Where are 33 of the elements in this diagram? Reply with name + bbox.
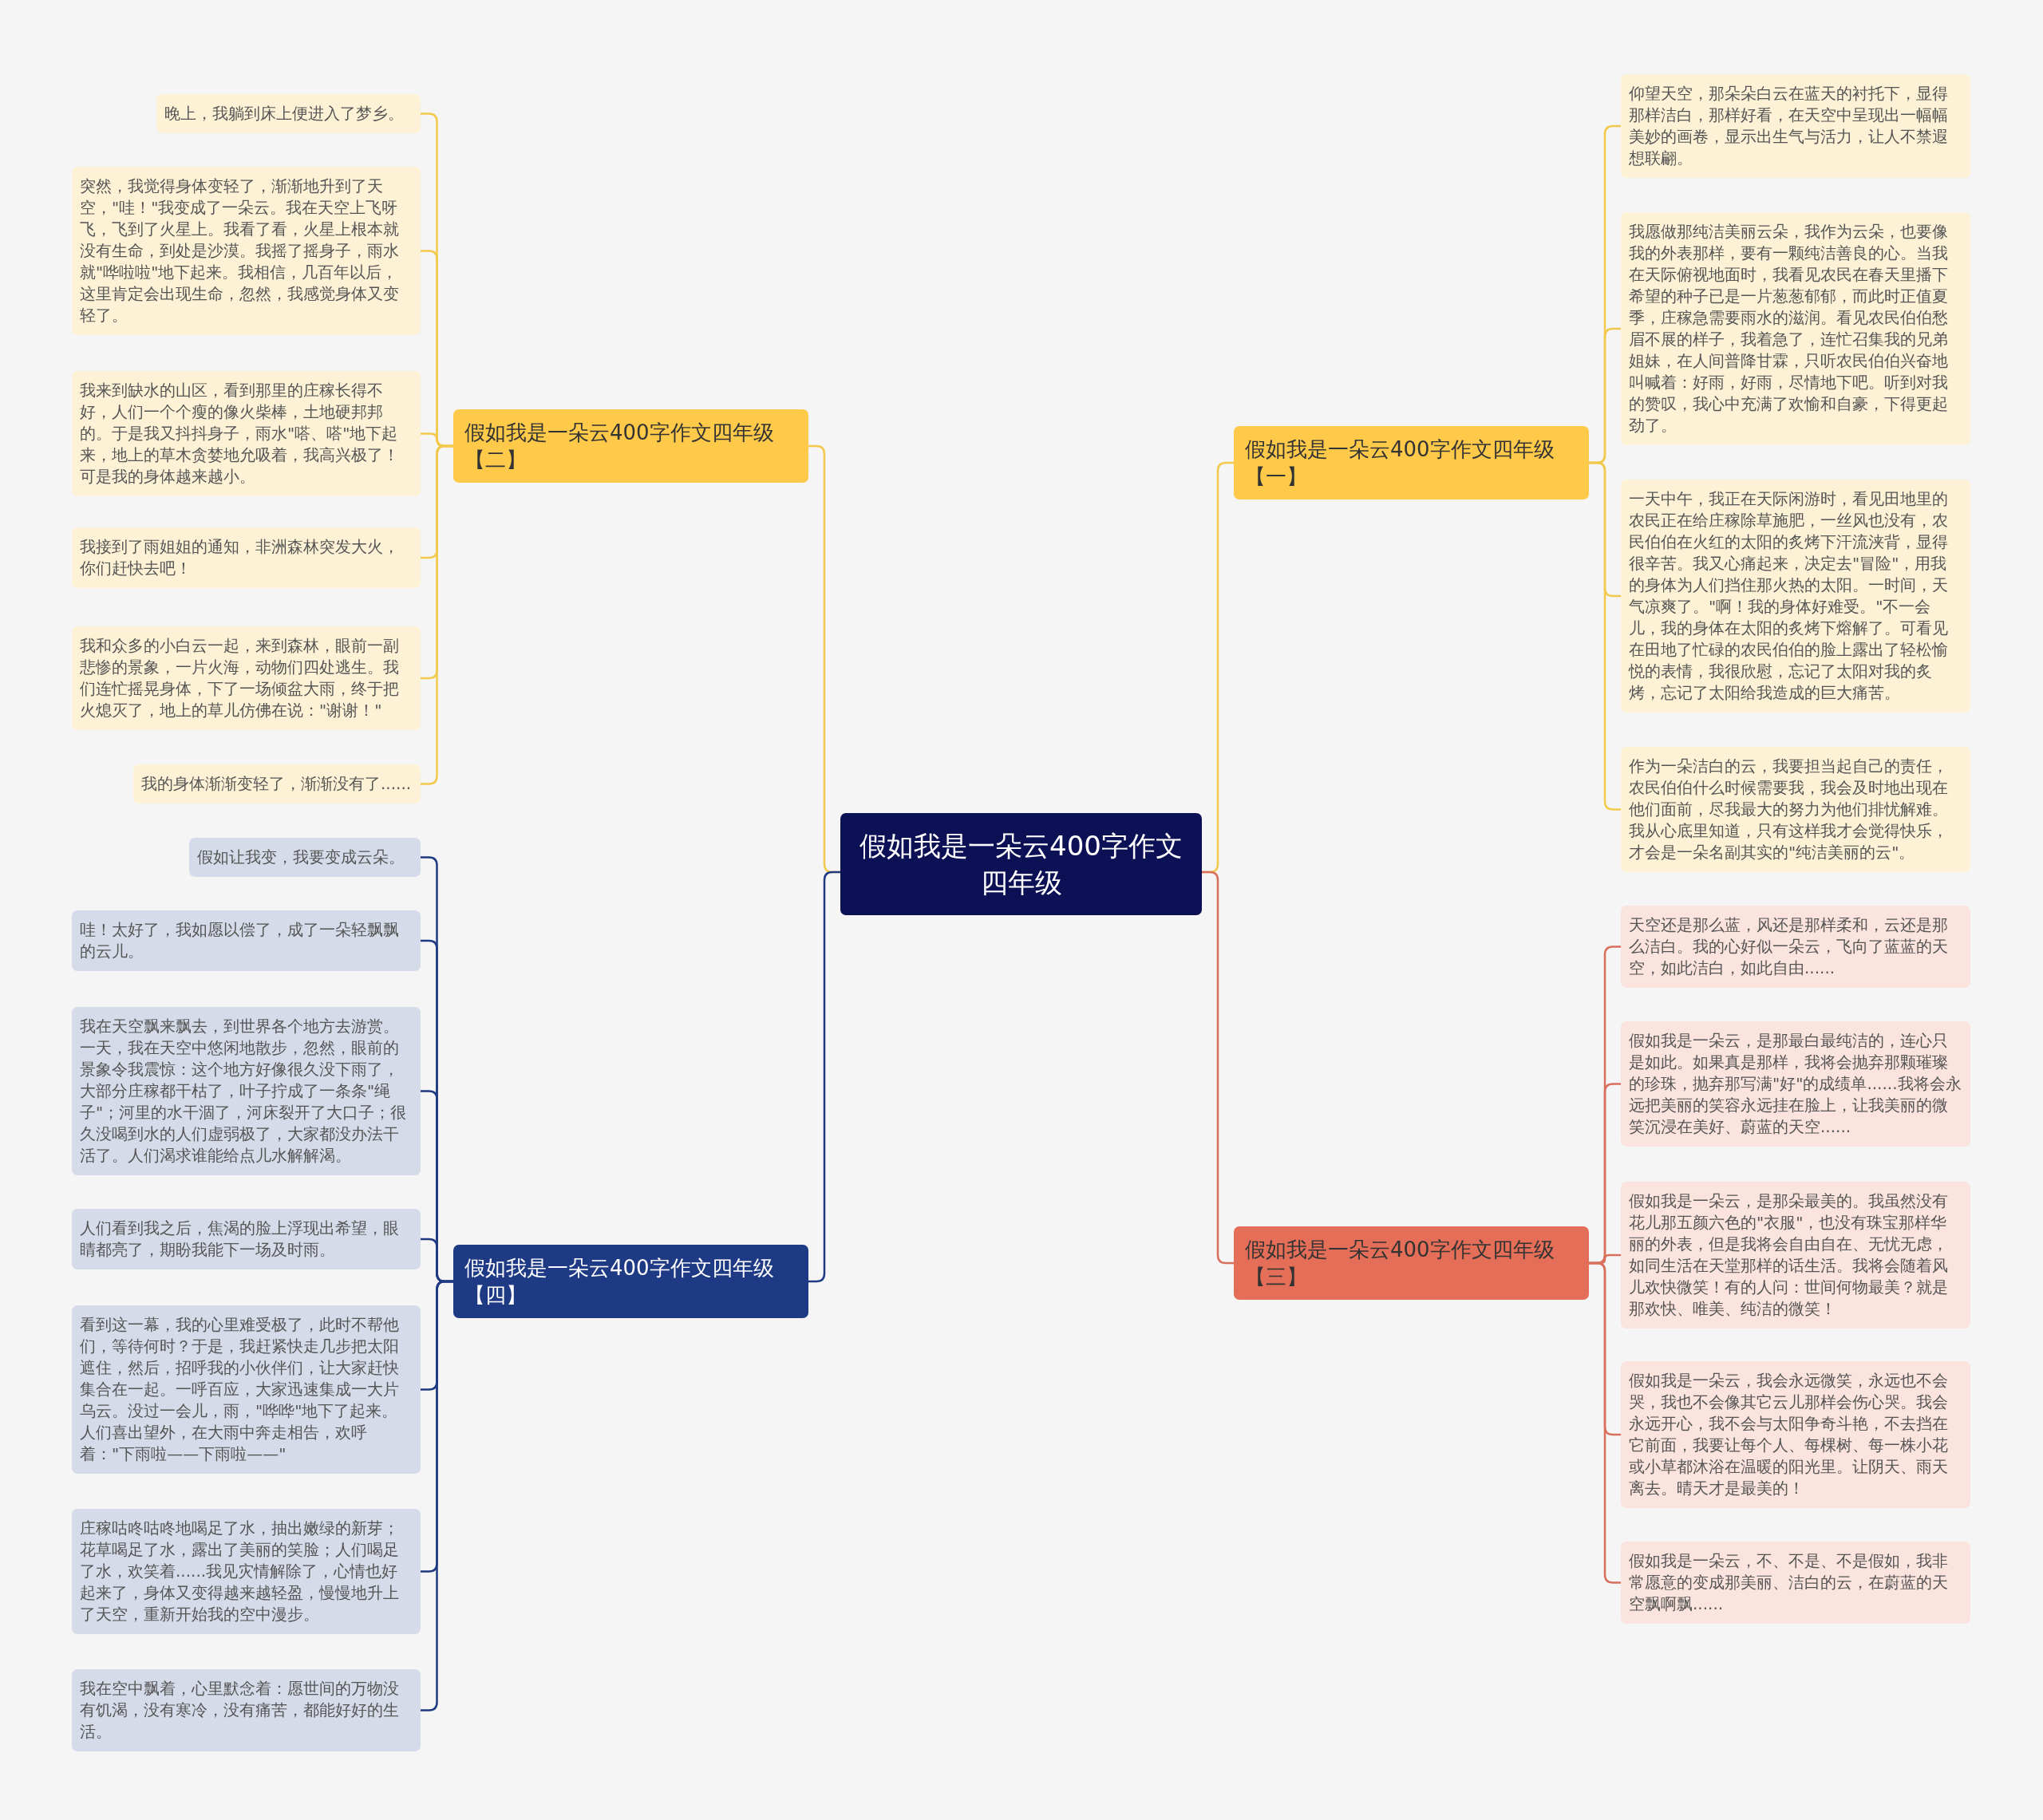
text-card: 人们看到我之后，焦渴的脸上浮现出希望，眼睛都亮了，期盼我能下一场及时雨。 — [72, 1209, 421, 1269]
text-card: 我接到了雨姐姐的通知，非洲森林突发大火，你们赶快去吧！ — [72, 527, 421, 588]
topic-box: 假如我是一朵云400字作文四年级【四】 — [453, 1245, 808, 1318]
text-card: 晚上，我躺到床上便进入了梦乡。 — [156, 94, 421, 133]
text-card: 哇！太好了，我如愿以偿了，成了一朵轻飘飘的云儿。 — [72, 910, 421, 971]
connector-line — [808, 871, 840, 1283]
text-card: 我愿做那纯洁美丽云朵，我作为云朵，也要像我的外表那样，要有一颗纯洁善良的心。当我在天际俯视地面时，我看见农民在春天里播下希望的种子已是一片葱葱郁郁，而此时正值夏季，庄稼急需要雨水的滋润。看见农民伯伯愁眉不展的样子，我着急了，连忙召集我的兄弟姐妹，在人间普降甘霖，只听农民伯伯兴奋地叫喊着：好雨，好雨，尽情地下吧。听到对我的赞叹，我心中充满了欢愉和自豪，下得更起劲了。 — [1621, 212, 1970, 445]
text-card: 假如我是一朵云，我会永远微笑，永远也不会哭，我也不会像其它云儿那样会伤心哭。我会永远开心，我不会与太阳争奇斗艳，不去挡在它前面，我要让每个人、每棵树、每一株小花或小草都沐浴在温暖的阳光里。让阴天、雨天离去。晴天才是最美的！ — [1621, 1361, 1970, 1508]
text-card: 突然，我觉得身体变轻了，渐渐地升到了天空，"哇！"我变成了一朵云。我在天空上飞呀飞，飞到了火星上。我看了看，火星上根本就没有生命，到处是沙漠。我摇了摇身子，雨水就"哗啦啦"地下起来。我相信，几百年以后，这里肯定会出现生命，忽然，我感觉身体又变轻了。 — [72, 167, 421, 335]
text-card: 作为一朵洁白的云，我要担当起自己的责任，农民伯伯什么时候需要我，我会及时地出现在他们面前，尽我最大的努力为他们排忧解难。我从心底里知道，只有这样我才会觉得快乐，才会是一朵名副其实的"纯洁美丽的云"。 — [1621, 747, 1970, 872]
topic-box: 假如我是一朵云400字作文四年级【二】 — [453, 409, 808, 483]
text-card: 我的身体渐渐变轻了，渐渐没有了...... — [133, 764, 421, 803]
connector-line — [1589, 1261, 1621, 1584]
topic-box: 假如我是一朵云400字作文四年级【一】 — [1234, 426, 1589, 499]
text-card: 假如我是一朵云，是那朵最美的。我虽然没有花儿那五颜六色的"衣服"，也没有珠宝那样华丽的外表，但是我将会自由自在、无忧无虑，如同生活在天堂那样的话生活。我将会随着风儿欢快微笑！有的人问：世间何物最美？就是那欢快、唯美、纯洁的微笑！ — [1621, 1182, 1970, 1328]
text-card: 天空还是那么蓝，风还是那样柔和，云还是那么洁白。我的心好似一朵云，飞向了蓝蓝的天空，如此洁白，如此自由...... — [1621, 906, 1970, 988]
text-card: 我在空中飘着，心里默念着：愿世间的万物没有饥渴，没有寒冷，没有痛苦，都能好好的生活。 — [72, 1669, 421, 1751]
central-topic-box: 假如我是一朵云400字作文四年级 — [840, 813, 1202, 915]
text-card: 一天中午，我正在天际闲游时，看见田地里的农民正在给庄稼除草施肥，一丝风也没有，农民伯伯在火红的太阳的炙烤下汗流浃背，显得很辛苦。我又心痛起来，决定去"冒险"，用我的身体为人们挡住那火热的太阳。一时间，天气凉爽了。"啊！我的身体好难受。"不一会儿，我的身体在太阳的炙烤下熔解了。可看见在田地了忙碌的农民伯伯的脸上露出了轻松愉悦的表情，我很欣慰，忘记了太阳对我的炙烤，忘记了太阳给我造成的巨大痛苦。 — [1621, 480, 1970, 713]
connector-line — [1202, 871, 1234, 1265]
text-card: 假如我是一朵云，是那最白最纯洁的，连心只是如此。如果真是那样，我将会抛弃那颗璀璨的珍珠，抛弃那写满"好"的成绩单......我将会永远把美丽的笑容永远挂在脸上，让我美丽的微笑沉浸在美好、蔚蓝的天空...... — [1621, 1021, 1970, 1147]
connector-line — [421, 1280, 453, 1711]
text-card: 假如让我变，我要变成云朵。 — [189, 838, 421, 877]
topic-box: 假如我是一朵云400字作文四年级【三】 — [1234, 1226, 1589, 1300]
text-card: 我在天空飘来飘去，到世界各个地方去游赏。一天，我在天空中悠闲地散步，忽然，眼前的景象令我震惊：这个地方好像很久没下雨了，大部分庄稼都干枯了，叶子拧成了一条条"绳子"；河里的水干涸了，河床裂开了大口子；很久没喝到水的人们虚弱极了，大家都没办法干活了。人们渴求谁能给点儿水解解渴。 — [72, 1007, 421, 1175]
text-card: 看到这一幕，我的心里难受极了，此时不帮他们，等待何时？于是，我赶紧快走几步把太阳遮住，然后，招呼我的小伙伴们，让大家赶快集合在一起。一呼百应，大家迅速集成一大片乌云。没过一会儿，雨，"哗哗"地下了起来。人们喜出望外，在大雨中奔走相告，欢呼着："下雨啦——下雨啦——" — [72, 1305, 421, 1474]
text-card: 仰望天空，那朵朵白云在蓝天的衬托下，显得那样洁白，那样好看，在天空中呈现出一幅幅美妙的画卷，显示出生气与活力，让人不禁遐想联翩。 — [1621, 74, 1970, 178]
text-card: 庄稼咕咚咕咚地喝足了水，抽出嫩绿的新芽；花草喝足了水，露出了美丽的笑脸；人们喝足了水，欢笑着......我见灾情解除了，心情也好起来了，身体又变得越来越轻盈，慢慢地升上了天空，重新开始我的空中漫步。 — [72, 1509, 421, 1634]
text-card: 假如我是一朵云，不、不是、不是假如，我非常愿意的变成那美丽、洁白的云，在蔚蓝的天空飘啊飘...... — [1621, 1542, 1970, 1624]
text-card: 我和众多的小白云一起，来到森林，眼前一副悲惨的景象，一片火海，动物们四处逃生。我们连忙摇晃身体，下了一场倾盆大雨，终于把火熄灭了，地上的草儿仿佛在说："谢谢！" — [72, 626, 421, 730]
connector-line — [1589, 461, 1621, 811]
text-card: 我来到缺水的山区，看到那里的庄稼长得不好，人们一个个瘦的像火柴棒，土地硬邦邦的。于是我又抖抖身子，雨水"嗒、嗒"地下起来，地上的草木贪婪地允吸着，我高兴极了！可是我的身体越来越小。 — [72, 371, 421, 496]
connector-line — [421, 444, 453, 785]
